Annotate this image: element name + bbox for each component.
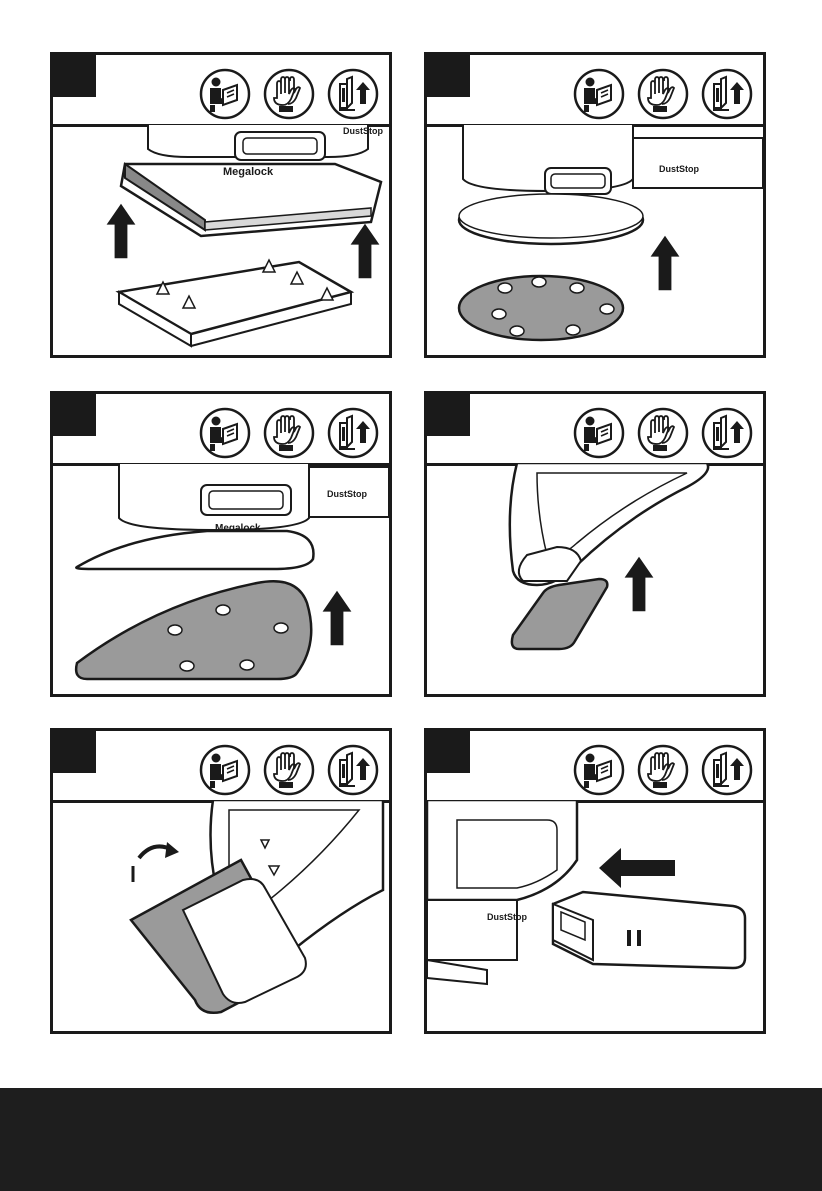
read-manual-icon bbox=[573, 407, 625, 459]
arrow-up-icon bbox=[351, 224, 380, 278]
illustration-finger-rotate bbox=[53, 800, 389, 1031]
instruction-panel-e bbox=[50, 728, 392, 1034]
megalock-text: Megalock bbox=[223, 166, 274, 178]
safety-icons bbox=[199, 407, 379, 459]
arrow-up-icon bbox=[107, 204, 136, 258]
duststop-text: DustStop bbox=[659, 164, 699, 174]
step-number-box bbox=[427, 731, 470, 773]
safety-icons bbox=[199, 68, 379, 120]
remove-battery-icon bbox=[701, 407, 753, 459]
panel-header bbox=[427, 394, 763, 466]
instruction-panel-c: DustStop Megalock bbox=[50, 391, 392, 697]
remove-battery-icon bbox=[327, 407, 379, 459]
read-manual-icon bbox=[573, 68, 625, 120]
wear-gloves-icon bbox=[263, 68, 315, 120]
arrow-up-icon bbox=[323, 591, 352, 645]
read-manual-icon bbox=[573, 744, 625, 796]
illustration-rectangular-plate: Megalock DustStop bbox=[53, 124, 389, 355]
read-manual-icon bbox=[199, 744, 251, 796]
illustration-delta-sheet: DustStop Megalock bbox=[53, 463, 389, 694]
arrow-up-icon bbox=[625, 557, 654, 611]
panel-header bbox=[427, 731, 763, 803]
safety-icons bbox=[573, 68, 753, 120]
wear-gloves-icon bbox=[637, 68, 689, 120]
step-number-box bbox=[53, 55, 96, 97]
wear-gloves-icon bbox=[637, 407, 689, 459]
instruction-panel-f: DustStop bbox=[424, 728, 766, 1034]
instruction-panel-b: DustStop bbox=[424, 52, 766, 358]
step-number-box bbox=[427, 394, 470, 436]
remove-battery-icon bbox=[701, 744, 753, 796]
safety-icons bbox=[199, 744, 379, 796]
footer-bar bbox=[0, 1088, 822, 1191]
instruction-panel-d bbox=[424, 391, 766, 697]
step-number-box bbox=[427, 55, 470, 97]
arrow-left-icon bbox=[599, 848, 675, 888]
safety-icons bbox=[573, 744, 753, 796]
step-number-box bbox=[53, 394, 96, 436]
read-manual-icon bbox=[199, 407, 251, 459]
wear-gloves-icon bbox=[637, 744, 689, 796]
illustration-finger-sheet bbox=[427, 463, 763, 694]
wear-gloves-icon bbox=[263, 407, 315, 459]
remove-battery-icon bbox=[701, 68, 753, 120]
finger-sheet bbox=[512, 579, 607, 649]
read-manual-icon bbox=[199, 68, 251, 120]
duststop-text: DustStop bbox=[343, 126, 383, 136]
panel-header bbox=[53, 731, 389, 803]
arrow-up-icon bbox=[651, 236, 680, 290]
instruction-panel-a: Megalock DustStop bbox=[50, 52, 392, 358]
panel-header bbox=[53, 55, 389, 127]
duststop-text: DustStop bbox=[327, 489, 367, 499]
remove-battery-icon bbox=[327, 68, 379, 120]
panel-header bbox=[427, 55, 763, 127]
illustration-dust-box: DustStop bbox=[427, 800, 763, 1031]
safety-icons bbox=[573, 407, 753, 459]
duststop-text: DustStop bbox=[487, 912, 527, 922]
illustration-round-disc: DustStop bbox=[427, 124, 763, 355]
wear-gloves-icon bbox=[263, 744, 315, 796]
remove-battery-icon bbox=[327, 744, 379, 796]
panel-header bbox=[53, 394, 389, 466]
step-number-box bbox=[53, 731, 96, 773]
